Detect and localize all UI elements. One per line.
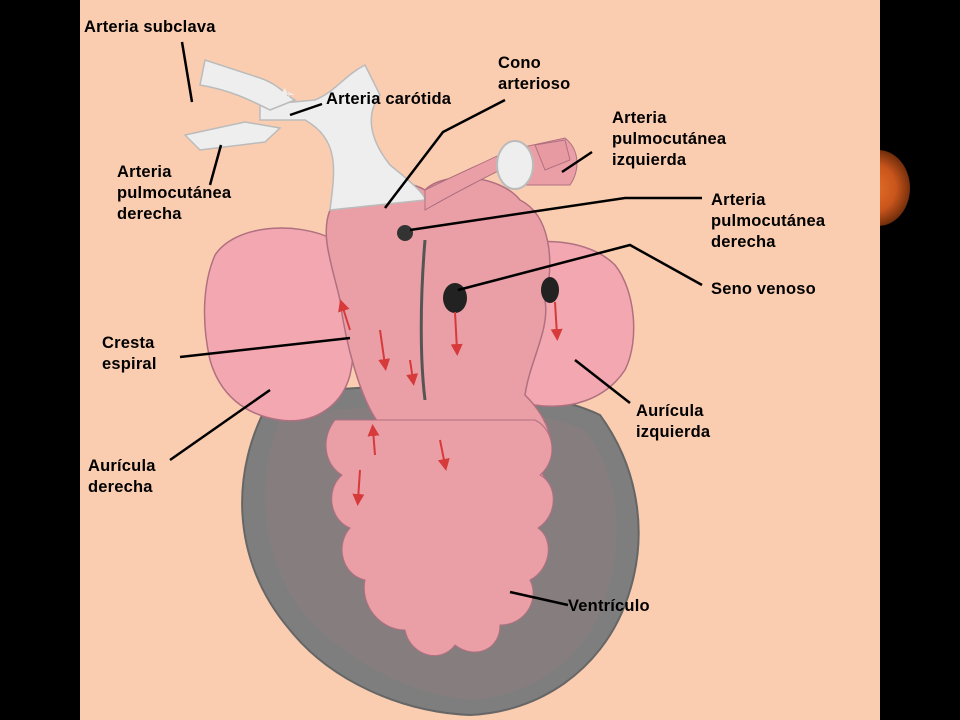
pulmocutaneous-left-end [534, 139, 571, 171]
label-arteria-carotida: Arteria carótida [326, 90, 452, 108]
opening-dot-right [541, 277, 559, 303]
pulmocutaneous-right-branch [183, 121, 282, 151]
heart-diagram [169, 41, 703, 717]
label-arteria-subclava: Arteria subclava [84, 18, 216, 36]
label-seno-venoso: Seno venoso [711, 280, 816, 298]
label-auricula-izquierda: Aurícula izquierda [636, 402, 711, 441]
ventricle-inner [325, 419, 554, 657]
blood-flow-arrows [338, 299, 563, 506]
carotid-branch [280, 88, 295, 100]
label-arteria-pulmocutanea-derecha-left: Arteria pulmocutánea derecha [117, 163, 232, 223]
leader-lines [169, 41, 703, 607]
label-arteria-pulmocutanea-derecha-right: Arteria pulmocutánea derecha [711, 191, 826, 251]
subclavian-branch [199, 59, 297, 111]
label-ventriculo: Ventrículo [568, 597, 650, 615]
septum-line [419, 239, 427, 401]
aortic-trunk [259, 63, 426, 211]
pulmocutaneous-left-opening [496, 140, 534, 190]
opening-dot-upper [397, 225, 413, 241]
label-auricula-derecha: Aurícula derecha [88, 457, 156, 496]
label-arteria-pulmocutanea-izquierda: Arteria pulmocutánea izquierda [612, 109, 727, 169]
label-cono-arterioso: Cono arterioso [498, 54, 571, 93]
right-atrium [203, 227, 356, 422]
label-cresta-espiral: Cresta espiral [102, 334, 157, 373]
